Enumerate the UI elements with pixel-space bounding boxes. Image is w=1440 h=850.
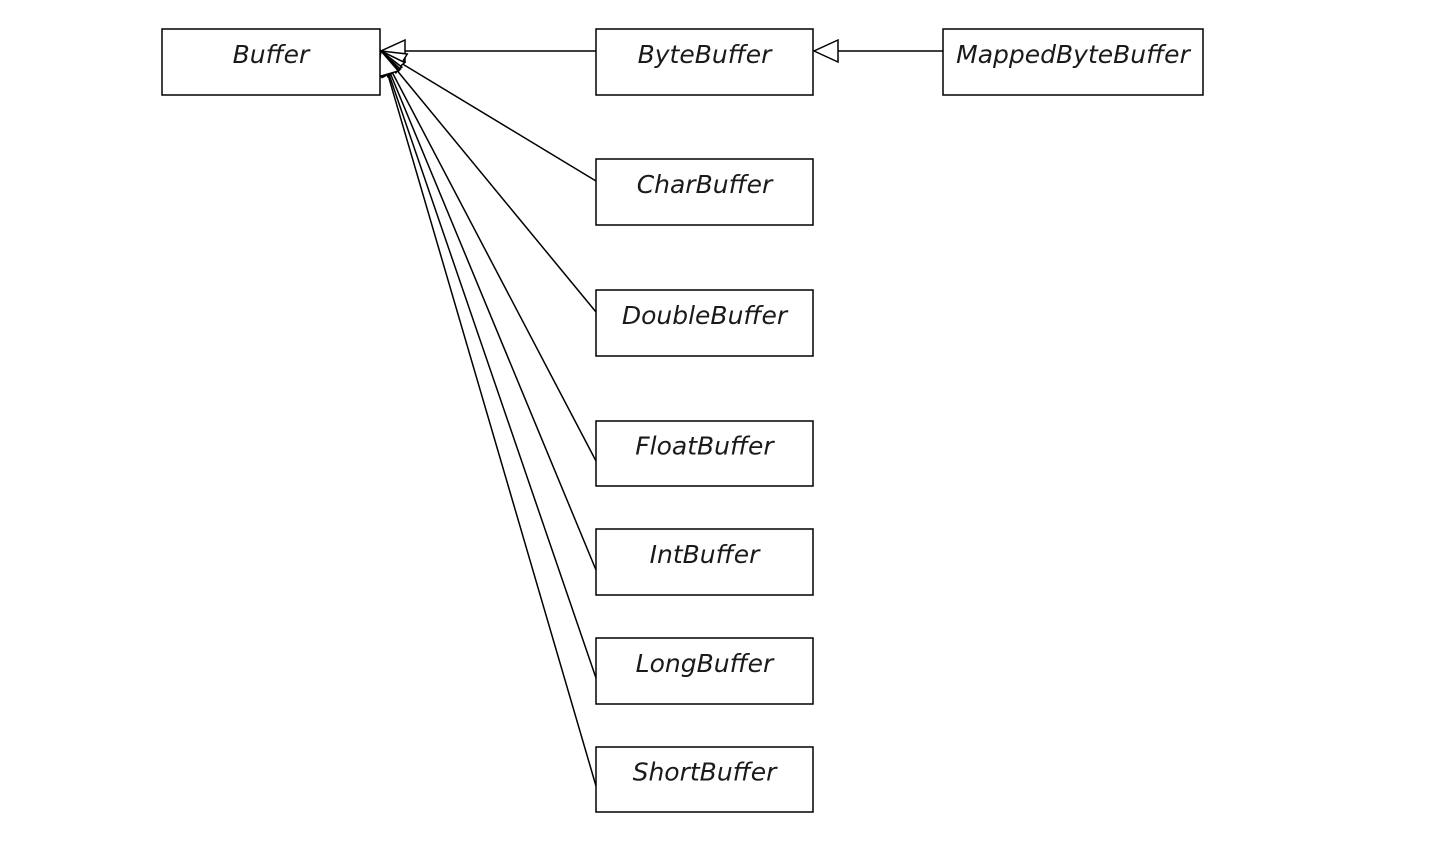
- class-name-label: Buffer: [233, 40, 311, 69]
- class-box-charbuffer: CharBuffer: [595, 158, 814, 226]
- class-box-floatbuffer: FloatBuffer: [595, 420, 814, 487]
- class-name-label: CharBuffer: [637, 170, 774, 199]
- inheritance-edge-longbuffer-to-buffer: [377, 49, 597, 679]
- edge-line: [387, 73, 597, 787]
- class-box-outline: [595, 637, 814, 705]
- class-box-outline: [595, 528, 814, 596]
- class-name-label: MappedByteBuffer: [956, 40, 1191, 69]
- class-box-outline: [161, 28, 381, 96]
- inheritance-edge-doublebuffer-to-buffer: [379, 49, 597, 313]
- inheritance-edge-shortbuffer-to-buffer: [376, 49, 597, 787]
- class-box-mappedbytebuffer: MappedByteBuffer: [942, 28, 1204, 96]
- edge-line: [401, 62, 597, 182]
- class-nodes: Buffer ByteBuffer MappedByteBufferCharBuff…: [161, 28, 1204, 813]
- class-box-outline: [595, 28, 814, 96]
- class-box-outline: [595, 158, 814, 226]
- class-name-label: ByteBuffer: [638, 40, 774, 69]
- class-box-bytebuffer: ByteBuffer: [595, 28, 814, 96]
- class-box-outline: [595, 420, 814, 487]
- edge-line: [388, 73, 597, 679]
- class-name-label: IntBuffer: [650, 540, 761, 569]
- inheritance-edge-floatbuffer-to-buffer: [380, 49, 597, 462]
- edge-line: [391, 71, 597, 462]
- inheritance-edges: [376, 38, 943, 787]
- class-name-label: LongBuffer: [636, 649, 775, 678]
- class-box-shortbuffer: ShortBuffer: [595, 746, 814, 813]
- class-name-label: DoubleBuffer: [622, 301, 789, 330]
- class-box-longbuffer: LongBuffer: [595, 637, 814, 705]
- class-name-label: ShortBuffer: [633, 758, 779, 787]
- class-box-doublebuffer: DoubleBuffer: [595, 289, 814, 357]
- inheritance-edge-bytebuffer-to-buffer: [379, 38, 596, 64]
- hollow-triangle-arrowhead: [812, 38, 839, 64]
- inheritance-edge-mappedbytebuffer-to-bytebuffer: [812, 38, 943, 64]
- class-box-buffer: Buffer: [161, 28, 381, 96]
- inheritance-edge-intbuffer-to-buffer: [379, 49, 597, 571]
- class-box-intbuffer: IntBuffer: [595, 528, 814, 596]
- class-box-outline: [595, 289, 814, 357]
- class-box-outline: [942, 28, 1204, 96]
- class-box-outline: [595, 746, 814, 813]
- edge-line: [395, 69, 597, 313]
- class-name-label: FloatBuffer: [635, 432, 775, 461]
- edge-line: [389, 72, 597, 571]
